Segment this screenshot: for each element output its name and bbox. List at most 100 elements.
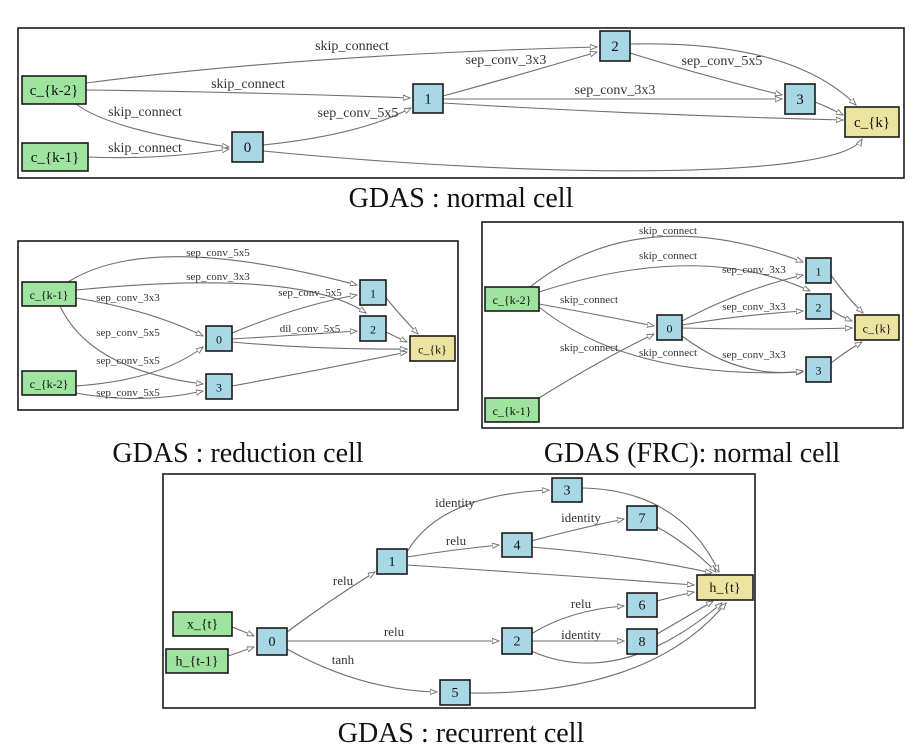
edge-ck-2-to-3 <box>75 391 203 400</box>
edge-label: tanh <box>332 652 355 667</box>
figure-frc-normal-cell: skip_connectskip_connectskip_connectskip… <box>481 221 904 469</box>
frc-normal-cell-frame <box>481 221 904 429</box>
node-ck: c_{k} <box>844 106 900 138</box>
node-label: 3 <box>216 381 222 395</box>
node-3: 3 <box>205 373 233 400</box>
edge-label: relu <box>571 596 592 611</box>
node-label: 1 <box>424 92 432 108</box>
edge-label: sep_conv_5x5 <box>96 355 160 367</box>
node-box <box>409 335 456 362</box>
node-ck-2: c_{k-2} <box>21 370 77 396</box>
node-box <box>805 293 832 320</box>
node-2: 2 <box>359 315 387 342</box>
edge-ht-1-to-0 <box>227 647 254 657</box>
node-label: c_{k-2} <box>493 293 532 307</box>
node-label: 0 <box>667 322 673 336</box>
node-box <box>844 106 900 138</box>
figure-recurrent-cell: relurelutanhidentityreluidentityreluiden… <box>162 473 756 749</box>
node-0: 0 <box>205 325 233 352</box>
node-ck-2: c_{k-2} <box>484 286 540 312</box>
edge-label: dil_conv_5x5 <box>280 323 341 335</box>
node-label: c_{k-2} <box>30 83 79 99</box>
edge-label: relu <box>384 624 405 639</box>
node-label: 0 <box>216 333 222 347</box>
node-ck: c_{k} <box>854 314 900 341</box>
edge-label: skip_connect <box>108 105 182 120</box>
edge-label: identity <box>561 510 601 525</box>
edge-label: sep_conv_5x5 <box>682 54 763 69</box>
edge-0-to-1 <box>262 108 411 146</box>
edge-3-to-ck <box>814 101 843 115</box>
edge-ck-1-to-0 <box>75 297 203 336</box>
node-label: c_{k-1} <box>493 404 532 418</box>
node-box <box>439 679 471 706</box>
figure-reduction-cell: sep_conv_5x5sep_conv_3x3sep_conv_3x3sep_… <box>17 240 459 469</box>
edge-label: skip_connect <box>108 141 182 156</box>
node-box <box>484 286 540 312</box>
edge-label: sep_conv_3x3 <box>466 53 547 68</box>
node-label: 1 <box>389 555 396 570</box>
edge-1-to-ck <box>442 102 843 120</box>
edge-label: sep_conv_5x5 <box>186 247 250 259</box>
edge-3-to-ht <box>581 487 719 572</box>
node-box <box>805 257 832 284</box>
node-box <box>501 627 533 655</box>
edge-0-to-ck <box>681 328 852 329</box>
edge-0-to-3 <box>681 335 803 373</box>
node-label: 3 <box>564 484 571 499</box>
edge-8-to-ht <box>656 601 713 635</box>
edge-2-to-3 <box>629 52 782 95</box>
node-label: 2 <box>816 301 822 315</box>
node-box <box>656 314 683 341</box>
node-box <box>484 397 540 423</box>
edge-label: skip_connect <box>639 250 697 262</box>
edge-4-to-ht <box>530 546 712 573</box>
node-2: 2 <box>599 30 631 62</box>
node-box <box>172 611 233 637</box>
node-box <box>696 574 754 601</box>
node-label: 1 <box>816 265 822 279</box>
edge-ck-1-to-3 <box>59 305 203 384</box>
node-6: 6 <box>626 592 658 618</box>
node-box <box>359 279 387 306</box>
edge-label: skip_connect <box>211 77 285 92</box>
node-label: 6 <box>639 599 646 614</box>
edge-ck-2-to-2 <box>538 265 810 293</box>
node-3: 3 <box>784 83 816 115</box>
edge-ck-1-to-2 <box>75 282 366 313</box>
node-5: 5 <box>439 679 471 706</box>
edge-ck-2-to-1 <box>85 89 410 98</box>
node-box <box>784 83 816 115</box>
node-box <box>599 30 631 62</box>
normal-cell-frame <box>17 27 905 179</box>
node-box <box>21 370 77 396</box>
edge-label: skip_connect <box>639 347 697 359</box>
node-box <box>359 315 387 342</box>
edge-ck-2-to-3 <box>538 306 803 373</box>
edge-2-to-ck <box>830 309 852 322</box>
node-box <box>626 628 658 655</box>
node-box <box>551 477 583 503</box>
edge-ck-2-to-1 <box>529 235 803 288</box>
edge-0-to-2 <box>231 331 357 340</box>
edge-label: skip_connect <box>639 225 697 237</box>
node-box <box>256 627 288 656</box>
node-box <box>165 648 229 674</box>
node-label: 1 <box>370 287 376 301</box>
edge-0-to-2 <box>681 311 803 326</box>
edge-6-to-ht <box>656 592 694 602</box>
edge-label: relu <box>446 533 467 548</box>
edge-label: sep_conv_3x3 <box>186 271 250 283</box>
edge-xt-to-0 <box>231 626 254 636</box>
node-box <box>501 532 533 558</box>
node-label: x_{t} <box>187 618 218 633</box>
node-box <box>626 505 658 531</box>
node-box <box>21 75 87 105</box>
node-label: 5 <box>452 686 459 701</box>
edge-1-to-ck <box>830 274 863 313</box>
edge-2-to-6 <box>530 606 624 635</box>
node-box <box>626 592 658 618</box>
node-ck-1: c_{k-1} <box>484 397 540 423</box>
node-label: 4 <box>514 539 521 554</box>
node-3: 3 <box>805 356 832 383</box>
